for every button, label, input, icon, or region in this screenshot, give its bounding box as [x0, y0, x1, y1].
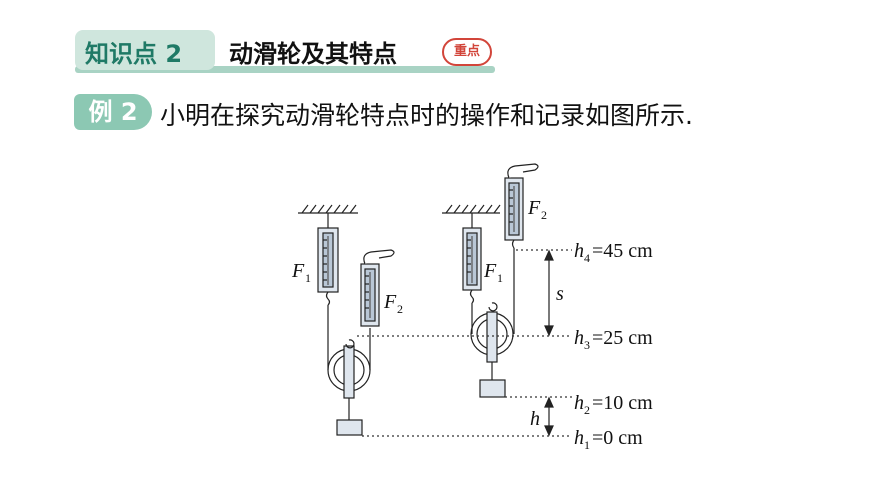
right-f2-label: F [527, 197, 541, 219]
key-point-stamp: 重点 [442, 38, 492, 66]
s-label: s [556, 283, 564, 305]
height-h2: h 2 =10 cm [574, 392, 653, 417]
right-movable-pulley [470, 302, 514, 398]
example-row: 例 2 小明在探究动滑轮特点时的操作和记录如图所示. [74, 94, 834, 134]
left-f1-label: F [291, 260, 305, 282]
h-distance-arrow [544, 396, 554, 437]
h-label: h [530, 408, 540, 430]
example-badge: 例 2 [74, 94, 152, 130]
height-guide-lines [357, 249, 572, 437]
s-distance-arrow [544, 249, 554, 337]
height-h3: h 3 =25 cm [574, 327, 653, 352]
right-spring-scale-f1 [462, 227, 482, 304]
example-text: 小明在探究动滑轮特点时的操作和记录如图所示. [160, 101, 693, 130]
svg-text:h: h [574, 327, 584, 349]
right-ceiling [442, 204, 501, 214]
svg-text:1: 1 [584, 438, 590, 452]
right-f1-sub: 1 [497, 271, 503, 285]
svg-text:h: h [574, 427, 584, 449]
header-underline [75, 66, 495, 73]
left-movable-pulley [327, 339, 371, 436]
left-f1-sub: 1 [305, 271, 311, 285]
right-spring-scale-f2 [504, 163, 539, 249]
left-f2-label: F [383, 291, 397, 313]
left-spring-scale-f2 [360, 249, 395, 327]
svg-text:4: 4 [584, 251, 590, 265]
svg-text:h: h [574, 392, 584, 414]
right-f1-label: F [483, 260, 497, 282]
svg-text:=10 cm: =10 cm [592, 392, 653, 414]
right-f2-sub: 2 [541, 208, 547, 222]
svg-text:3: 3 [584, 338, 590, 352]
svg-text:=45 cm: =45 cm [592, 240, 653, 262]
left-ceiling [298, 204, 358, 214]
svg-text:2: 2 [584, 403, 590, 417]
section-header: 知识点 2 动滑轮及其特点 重点 [75, 30, 495, 76]
left-f2-sub: 2 [397, 302, 403, 316]
height-h4: h 4 =45 cm [574, 240, 653, 265]
knowledge-point-label: 知识点 2 [85, 40, 183, 68]
knowledge-point-badge [75, 30, 215, 70]
left-spring-scale-f1 [317, 227, 339, 306]
section-title: 动滑轮及其特点 [229, 40, 397, 68]
height-h1: h 1 =0 cm [574, 427, 643, 452]
svg-text:=25 cm: =25 cm [592, 327, 653, 349]
svg-text:=0 cm: =0 cm [592, 427, 643, 449]
svg-text:h: h [574, 240, 584, 262]
